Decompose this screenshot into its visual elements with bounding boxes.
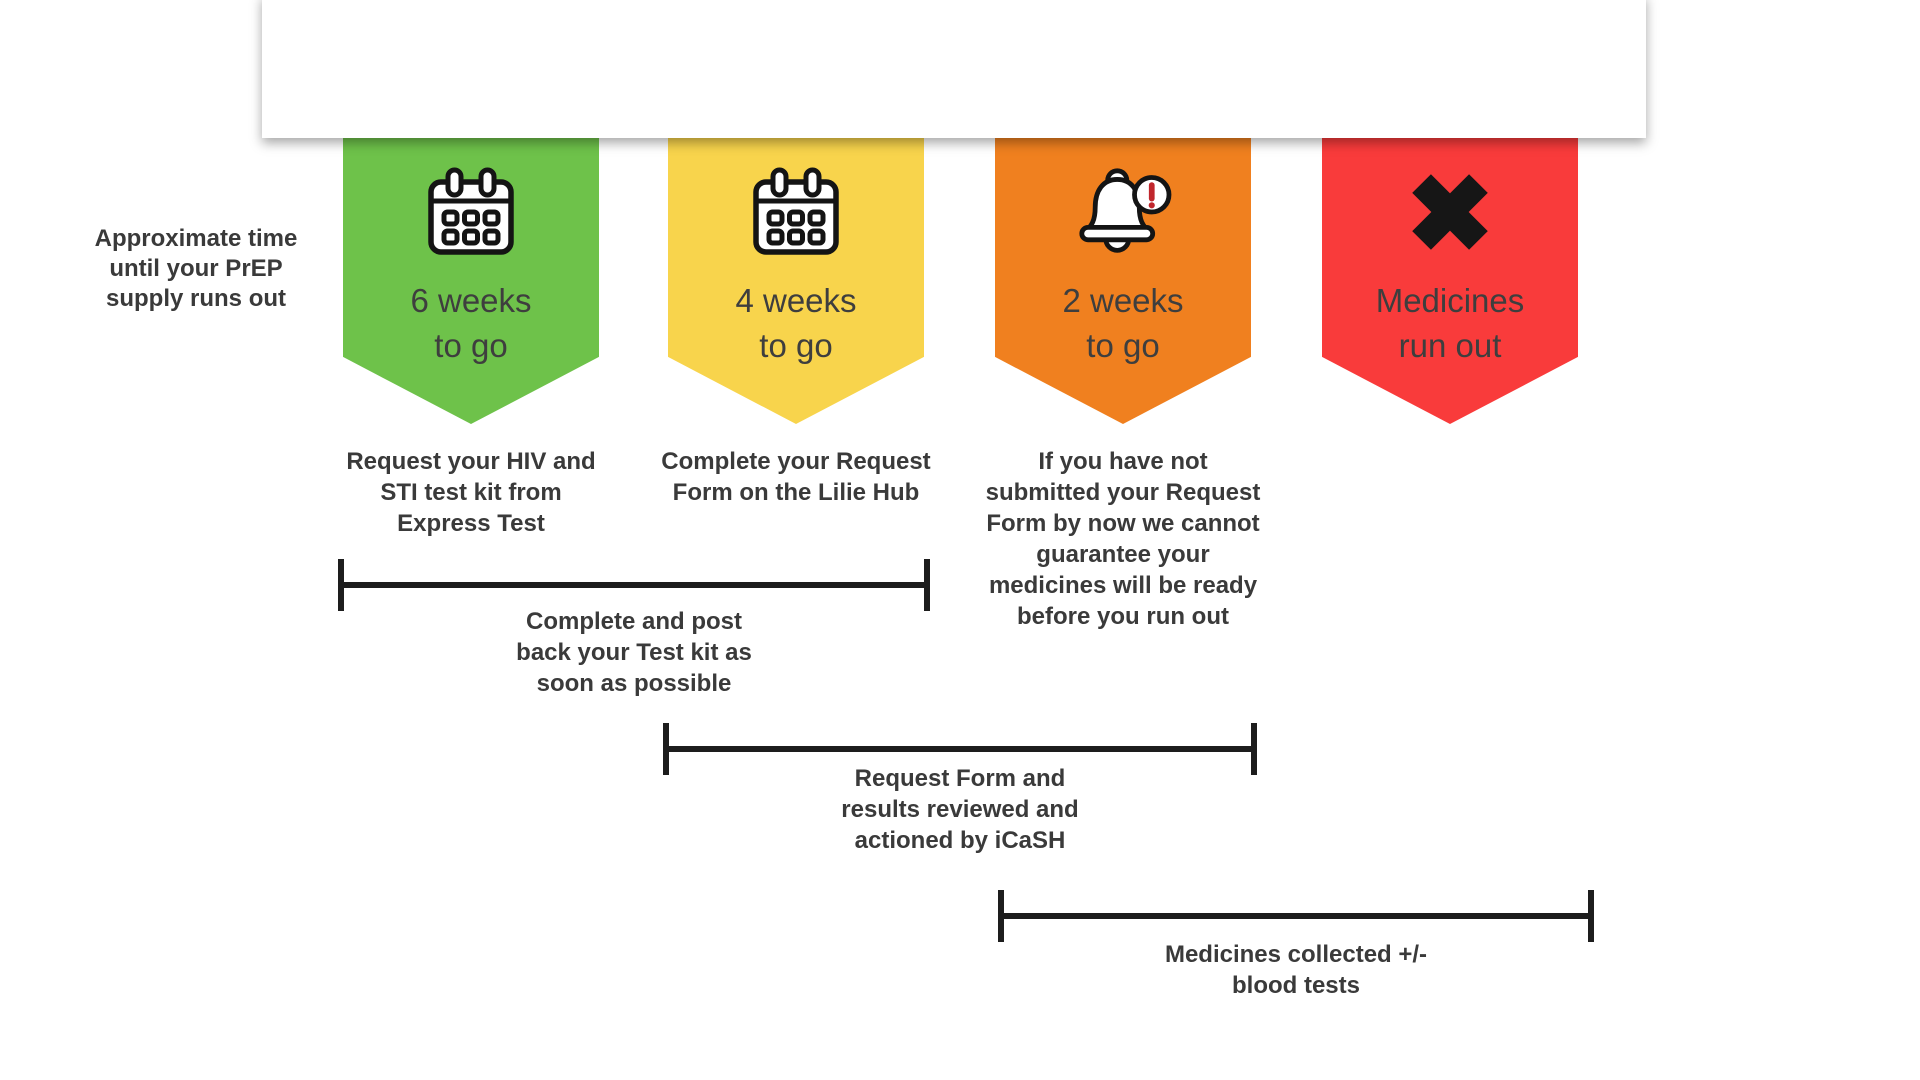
side-label: Approximate time until your PrEP supply … <box>94 225 298 312</box>
banner-4-weeks: 4 weeks to go <box>668 112 924 424</box>
banner-description-6-weeks: Request your HIV and STI test kit from E… <box>346 448 596 537</box>
banner-label: 4 weeks to go <box>735 282 857 364</box>
banner-6-weeks: 6 weeks to go <box>343 112 599 424</box>
x-cross-icon <box>1322 164 1578 260</box>
bracket-line <box>663 746 1257 752</box>
bracket-label-request-form: Request Form and results reviewed and ac… <box>841 765 1079 854</box>
bracket-label-test-kit: Complete and post back your Test kit as … <box>516 608 752 697</box>
calendar-icon <box>668 164 924 260</box>
banner-description-2-weeks: If you have not submitted your Request F… <box>985 448 1261 630</box>
bell-alert-icon <box>995 164 1251 260</box>
bracket-end-cap <box>924 559 930 611</box>
banner-2-weeks: 2 weeks to go <box>995 112 1251 424</box>
timeline-bracket-request-form <box>663 723 1257 775</box>
banner-description-4-weeks: Complete your Request Form on the Lilie … <box>661 448 931 506</box>
bracket-end-cap <box>1251 723 1257 775</box>
timeline-bracket-medicines-collected <box>998 890 1594 942</box>
bracket-line <box>998 913 1594 919</box>
calendar-icon <box>343 164 599 260</box>
banner-label: 6 weeks to go <box>410 282 532 364</box>
bracket-end-cap <box>1588 890 1594 942</box>
banner-label: Medicines run out <box>1375 282 1525 364</box>
banner-medicines-run-out: Medicines run out <box>1322 112 1578 424</box>
bracket-label-medicines-collected: Medicines collected +/- blood tests <box>1164 941 1428 999</box>
top-shadow-bar <box>262 0 1646 138</box>
banner-label: 2 weeks to go <box>1062 282 1184 364</box>
timeline-bracket-test-kit <box>338 559 930 611</box>
bracket-line <box>338 582 930 588</box>
